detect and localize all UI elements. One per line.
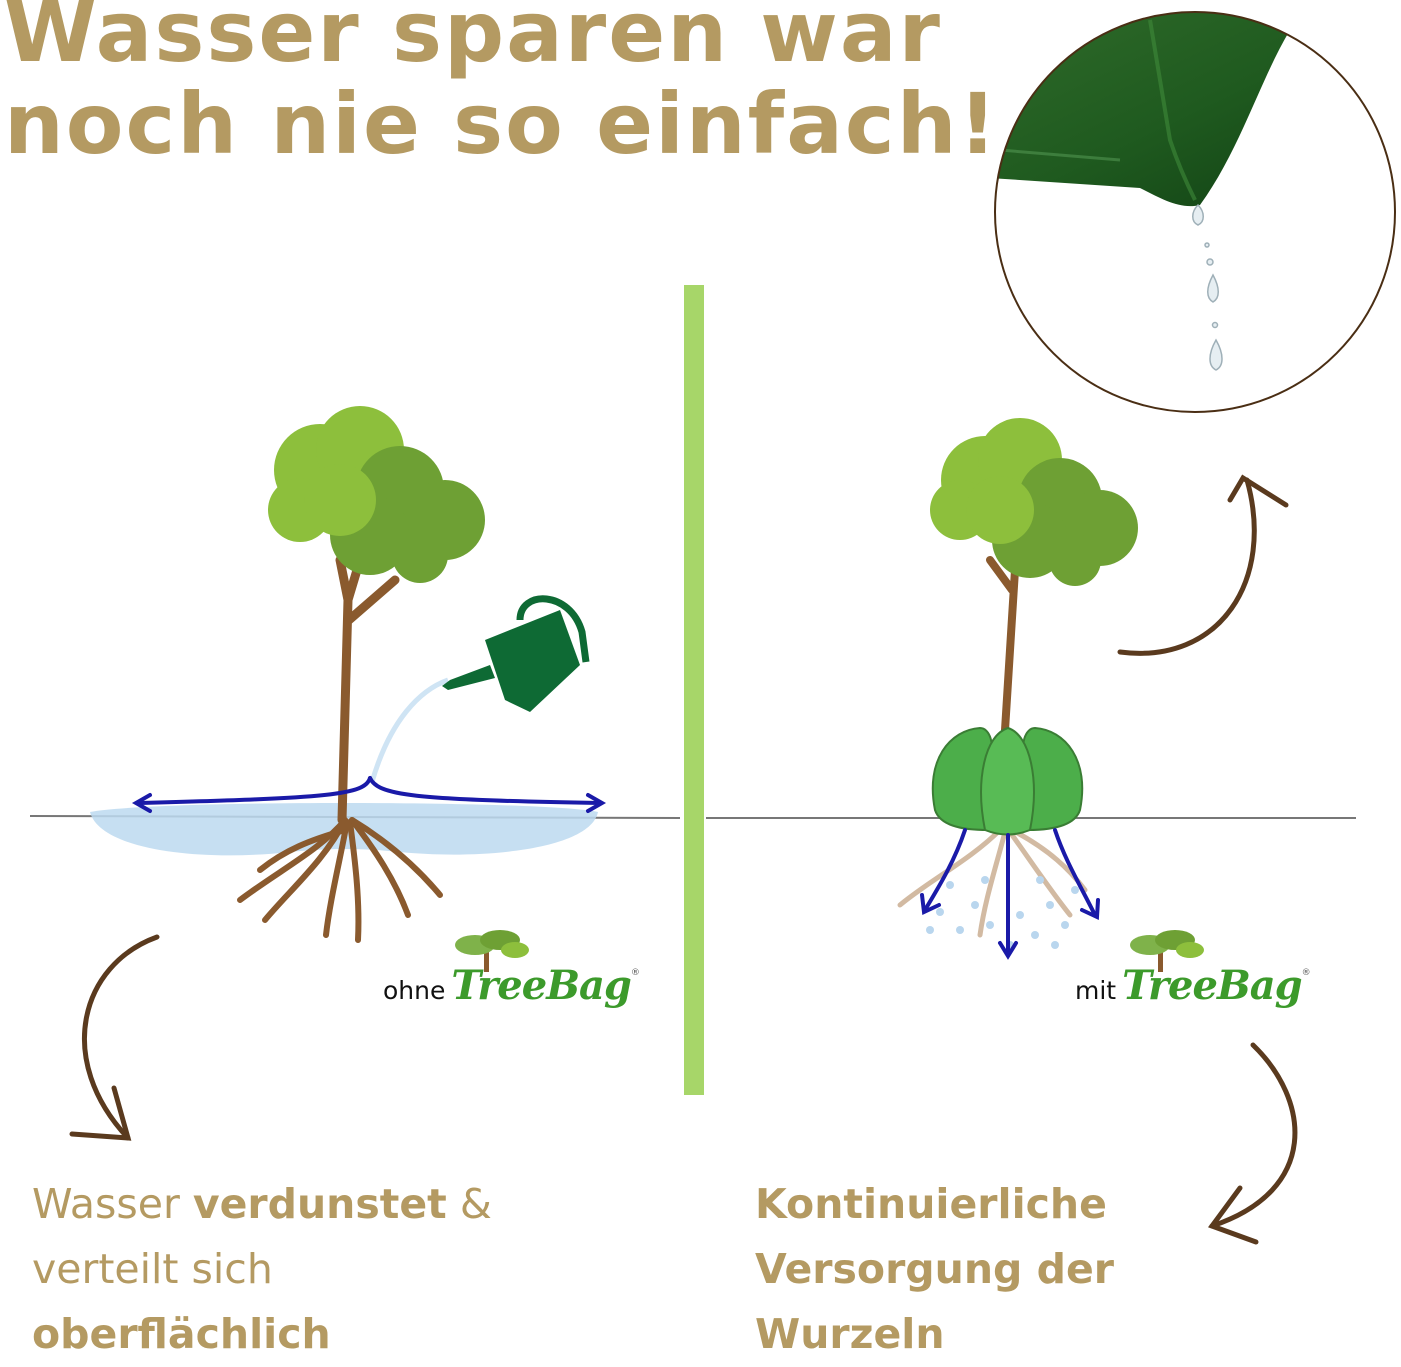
root-delivery-arrows (920, 828, 1100, 960)
left-tree-scene (90, 406, 607, 943)
water-stream (369, 677, 449, 783)
caption-left-word-verdunstet: verdunstet (192, 1180, 447, 1228)
right-roots (897, 827, 1088, 938)
caption-left-line-2: verteilt sich (32, 1245, 273, 1293)
inset-border (994, 11, 1396, 413)
caption-right-line-3: Wurzeln (755, 1310, 945, 1358)
left-roots (237, 817, 443, 943)
caption-left-line-1: Wasser verdunstet & (32, 1172, 492, 1237)
right-brand-prefix: mit (1075, 976, 1117, 1005)
left-brand-reg: ® (630, 968, 640, 978)
left-brand-name: TreeBag (451, 962, 632, 1009)
curved-arrow-left (69, 934, 160, 1141)
seeping-droplets (926, 876, 1079, 949)
caption-left: Wasser verdunstet & verteilt sich oberfl… (32, 1172, 492, 1367)
caption-right-line-1: Kontinuierliche (755, 1180, 1107, 1228)
right-tree-foliage (930, 418, 1138, 586)
left-tree-foliage (268, 406, 485, 583)
left-brand-tree-icon (455, 930, 529, 972)
caption-left-line-3: oberflächlich (32, 1310, 331, 1358)
left-brand-prefix: ohne (383, 976, 446, 1005)
headline: Wasser sparen war noch nie so einfach! (4, 0, 999, 170)
drip-closeup-inset (994, 11, 1396, 413)
treebag-icon (931, 726, 1084, 836)
watering-can-icon (442, 595, 590, 712)
center-divider (684, 285, 704, 1095)
curved-arrow-right-bottom (1208, 1042, 1298, 1245)
caption-left-word-amp: & (446, 1180, 492, 1228)
right-brand-tree-icon (1130, 930, 1204, 972)
right-brand-label: mit TreeBag ® (1075, 962, 1311, 1009)
left-brand-label: ohne TreeBag ® (383, 962, 640, 1009)
headline-line-1: Wasser sparen war (4, 0, 942, 81)
caption-right-line-2: Versorgung der (755, 1245, 1115, 1293)
surface-spread-arrows (131, 776, 607, 813)
caption-right: Kontinuierliche Versorgung der Wurzeln (755, 1172, 1114, 1367)
headline-line-2: noch nie so einfach! (4, 75, 999, 173)
right-brand-name: TreeBag (1122, 962, 1303, 1009)
right-tree-scene (897, 418, 1138, 960)
right-brand-reg: ® (1301, 968, 1311, 978)
curved-arrow-right-up (1117, 474, 1289, 656)
caption-left-word-wasser: Wasser (32, 1180, 193, 1228)
water-drops (1192, 203, 1223, 371)
